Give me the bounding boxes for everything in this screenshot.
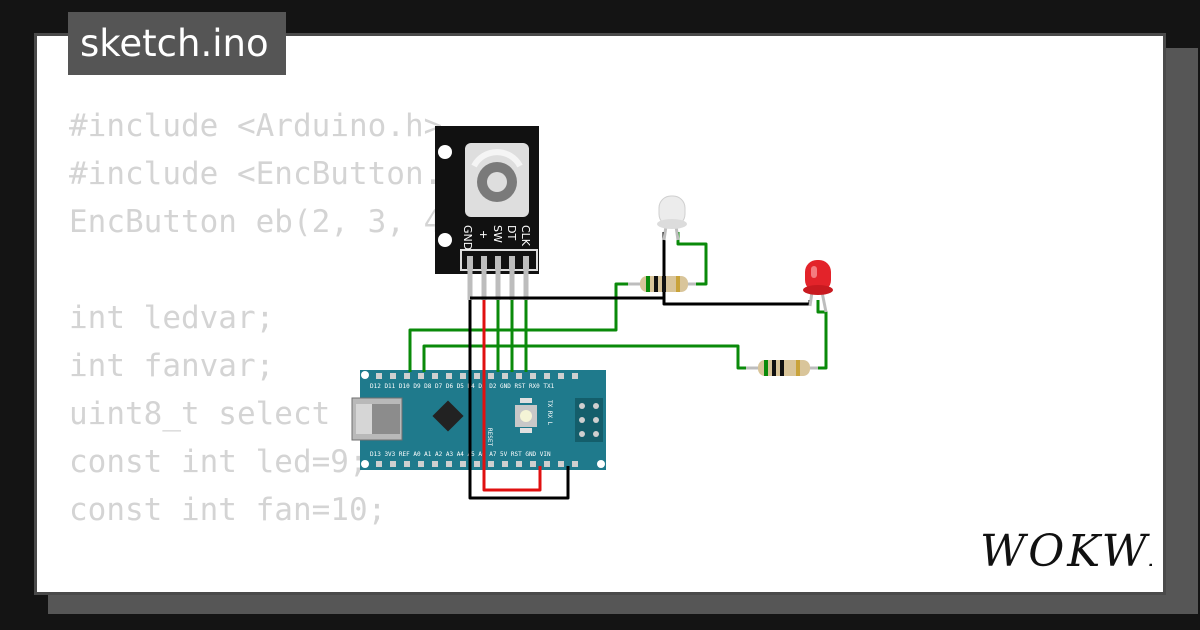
nano-top-pins (376, 373, 578, 379)
code-line: const int led=9; (69, 444, 368, 480)
nano-bottom-pins (376, 461, 578, 467)
wokwi-logo-text: WOKWI (980, 526, 1152, 577)
rotary-encoder[interactable]: GND + SW DT CLK (435, 126, 539, 274)
resistor-2[interactable] (746, 360, 818, 376)
nano-reset-label: RESET (486, 428, 493, 446)
encoder-pin-sw: SW (491, 225, 504, 243)
wokwi-logo: WOKWI (980, 526, 1152, 577)
wires (408, 232, 828, 500)
arduino-nano[interactable]: D12 D11 D10 D9 D8 D7 D6 D5 D4 D3 D2 GND … (351, 370, 606, 470)
code-preview: #include <Arduino.h>#include <EncButton.… (69, 102, 480, 592)
encoder-pin-dt: DT (505, 225, 518, 240)
filename-tab[interactable]: sketch.ino (68, 12, 286, 75)
red-led[interactable] (803, 260, 833, 313)
nano-bottom-pin-labels: D13 3V3 REF A0 A1 A2 A3 A4 A5 A6 A7 5V R… (370, 451, 551, 458)
white-led[interactable] (657, 195, 687, 241)
code-line: const int fan=10; (69, 492, 387, 528)
encoder-pin-vcc: + (477, 230, 490, 239)
resistor-1[interactable] (628, 276, 696, 292)
nano-led-labels: TX RX L (546, 400, 553, 426)
nano-top-pin-labels: D12 D11 D10 D9 D8 D7 D6 D5 D4 D3 D2 GND … (370, 383, 555, 390)
encoder-pin-gnd: GND (461, 225, 474, 250)
code-line: #include <Arduino.h> (69, 108, 443, 144)
code-line: void setup() { (69, 582, 480, 592)
code-line: int fanvar; (69, 348, 275, 384)
code-line: int ledvar; (69, 300, 275, 336)
code-line: uint8_t select (69, 396, 331, 432)
encoder-pin-clk: CLK (519, 225, 532, 247)
preview-card: #include <Arduino.h>#include <EncButton.… (34, 33, 1166, 595)
encoder-leads (467, 270, 529, 300)
